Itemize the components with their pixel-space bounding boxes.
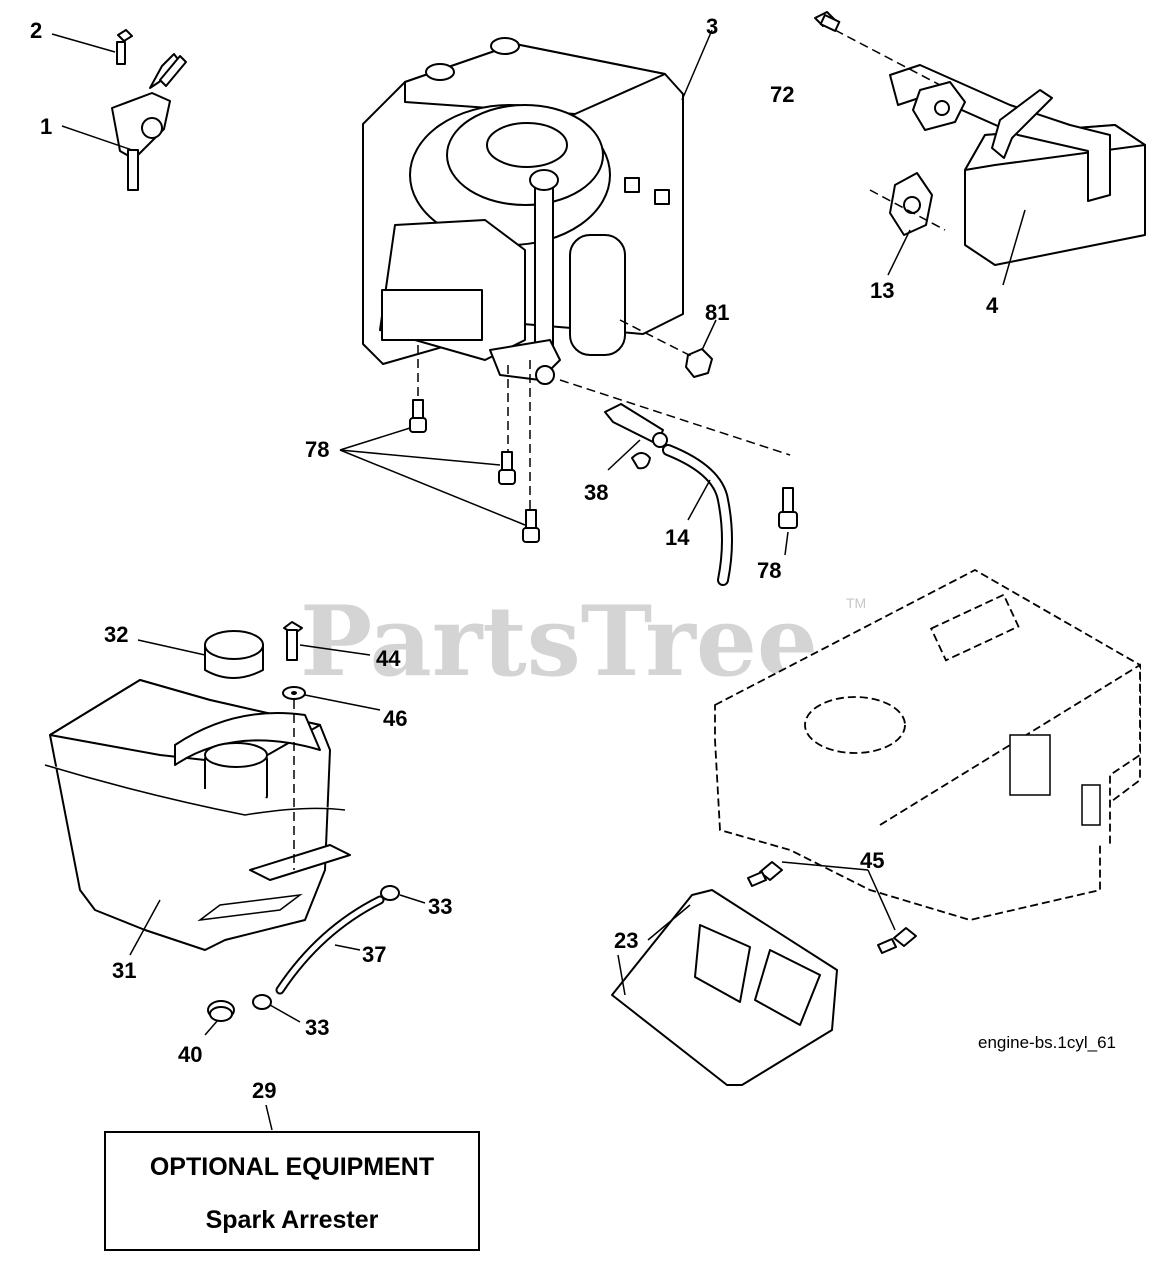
fuel-tank-part[interactable]	[44, 679, 351, 951]
bolt-45-parts[interactable]	[747, 861, 917, 954]
gasket-part[interactable]	[889, 172, 933, 236]
hose-37-part[interactable]	[275, 895, 385, 995]
callout-23[interactable]: 23	[614, 928, 638, 953]
throttle-control-part[interactable]	[111, 29, 187, 191]
callout-32[interactable]: 32	[104, 622, 128, 647]
callout-3[interactable]: 3	[706, 14, 718, 39]
callout-2[interactable]: 2	[30, 18, 42, 43]
callout-78-single[interactable]: 78	[757, 558, 781, 583]
watermark-trademark: TM	[846, 595, 866, 611]
callout-44[interactable]: 44	[376, 646, 401, 671]
callout-labels: 2 1 3 72 13 4 81 78 38 14 78 32 44 46 33…	[30, 14, 999, 1103]
callout-4[interactable]: 4	[986, 293, 999, 318]
grommet-part[interactable]	[207, 1000, 235, 1022]
frame-reference	[714, 568, 1141, 921]
callout-33-upper[interactable]: 33	[428, 894, 452, 919]
bolt-78-parts[interactable]	[409, 399, 798, 543]
callout-29[interactable]: 29	[252, 1078, 276, 1103]
callout-72[interactable]: 72	[770, 82, 794, 107]
fuel-cap-part[interactable]	[204, 630, 264, 679]
fuel-line-part[interactable]	[662, 444, 733, 586]
optional-equipment-title: OPTIONAL EQUIPMENT	[149, 1153, 435, 1181]
callout-14[interactable]: 14	[665, 525, 690, 550]
muffler-part[interactable]	[889, 64, 1146, 266]
bolt-72-part[interactable]	[814, 11, 841, 32]
callout-46[interactable]: 46	[383, 706, 407, 731]
screw-44-part[interactable]	[283, 621, 303, 661]
callout-45[interactable]: 45	[860, 848, 884, 873]
callout-40[interactable]: 40	[178, 1042, 202, 1067]
optional-equipment-item: Spark Arrester	[205, 1206, 379, 1234]
nut-part[interactable]	[685, 348, 713, 378]
fuel-filter-part[interactable]	[604, 403, 668, 470]
callout-37[interactable]: 37	[362, 942, 386, 967]
leader-lines	[51, 29, 1026, 1131]
clamp-33-parts[interactable]	[252, 885, 400, 1010]
callout-33-lower[interactable]: 33	[305, 1015, 329, 1040]
callout-13[interactable]: 13	[870, 278, 894, 303]
callout-38[interactable]: 38	[584, 480, 608, 505]
callout-1[interactable]: 1	[40, 114, 52, 139]
callout-31[interactable]: 31	[112, 958, 136, 983]
engine-part[interactable]	[362, 37, 684, 385]
heat-shield-part[interactable]	[611, 889, 838, 1086]
optional-equipment-box[interactable]: OPTIONAL EQUIPMENT Spark Arrester	[104, 1131, 480, 1251]
figure-reference: engine-bs.1cyl_61	[978, 1033, 1116, 1052]
callout-78-group[interactable]: 78	[305, 437, 329, 462]
watermark: PartsTree	[300, 585, 818, 698]
washer-part[interactable]	[282, 686, 306, 700]
callout-81[interactable]: 81	[705, 300, 729, 325]
